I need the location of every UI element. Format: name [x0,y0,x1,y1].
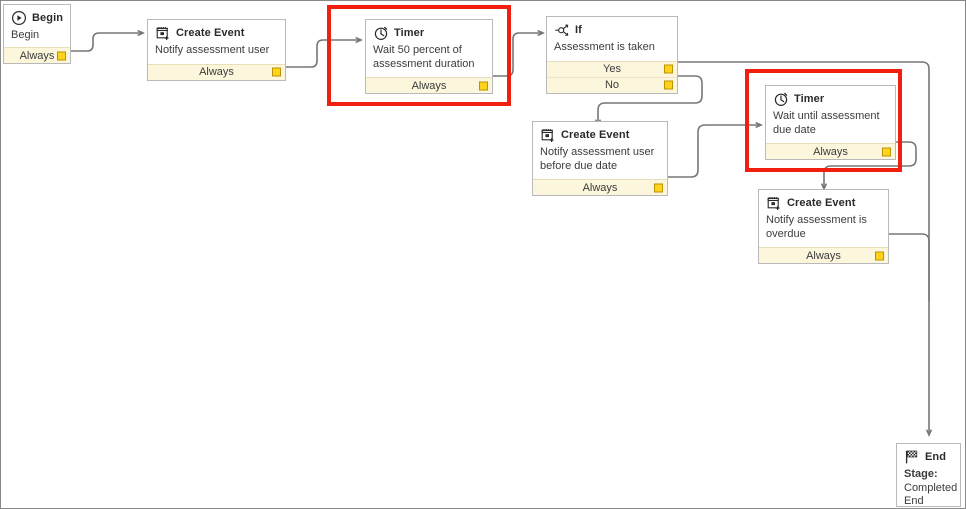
node-notify-assessment-user-description: Notify assessment user [155,44,270,56]
node-timer-50-percent-port-always[interactable]: Always [366,77,492,93]
node-begin[interactable]: Begin Begin Always [3,4,71,64]
node-if-assessment-taken-title: If [575,24,582,36]
port-dot-icon[interactable] [272,67,281,77]
port-dot-icon[interactable] [654,183,663,192]
node-notify-assessment-user-body: Create Event Notify assessment user [148,20,285,64]
node-end-stage-label: Stage: [904,468,938,480]
node-if-assessment-taken-header: If [554,22,670,38]
node-notify-assessment-user[interactable]: Create Event Notify assessment user Alwa… [147,19,286,81]
wire-notify-overdue-to-end-trunk [889,233,930,301]
node-notify-overdue-port-always[interactable]: Always [759,247,888,263]
node-notify-before-due-date-body: Create Event Notify assessment user befo… [533,122,667,179]
create-event-icon [767,197,780,210]
node-timer-50-percent[interactable]: Timer Wait 50 percent of assessment dura… [365,19,493,94]
wire-begin-to-notify-user [71,33,143,52]
node-end-title: End [925,451,947,463]
port-label: Always [813,145,848,158]
node-notify-before-due-date-description: Notify assessment user before due date [540,146,655,172]
wire-timer50-to-if [493,33,543,77]
node-notify-overdue-body: Create Event Notify assessment is overdu… [759,190,888,247]
timer-icon [774,92,788,107]
wire-notify-before-due-to-timer-due [668,125,761,178]
node-end-stage-value: Completed [904,481,958,494]
node-timer-until-due-date-header: Timer [773,91,888,107]
node-if-assessment-taken-description: Assessment is taken [554,41,655,53]
port-dot-icon[interactable] [57,51,66,60]
node-notify-assessment-user-title: Create Event [176,27,245,39]
node-end-text: End [904,495,924,507]
node-notify-assessment-user-port-always[interactable]: Always [148,63,285,80]
node-if-assessment-taken[interactable]: If Assessment is taken Yes No [546,16,678,94]
port-label: Yes [603,63,621,75]
port-label: Always [806,249,841,262]
checkered-flag-icon [905,450,918,464]
node-timer-until-due-date-port-always[interactable]: Always [766,143,895,159]
create-event-icon [541,129,554,142]
port-label: No [604,79,620,91]
node-begin-body: Begin Begin [4,5,70,47]
node-timer-50-percent-header: Timer [373,25,485,41]
node-notify-overdue[interactable]: Create Event Notify assessment is overdu… [758,189,889,264]
node-notify-overdue-header: Create Event [766,195,881,211]
node-if-assessment-taken-body: If Assessment is taken [547,17,677,61]
wire-notify-user-to-timer50 [286,40,361,68]
port-dot-icon[interactable] [875,251,884,260]
port-dot-icon[interactable] [882,147,891,156]
node-notify-before-due-date-port-always[interactable]: Always [533,179,667,195]
port-label: Always [199,66,234,78]
node-timer-until-due-date-body: Timer Wait until assessment due date [766,86,895,143]
timer-icon [374,26,388,41]
node-begin-port-always[interactable]: Always [4,47,70,63]
node-notify-before-due-date[interactable]: Create Event Notify assessment user befo… [532,121,668,196]
node-begin-subtitle: Begin [11,29,40,41]
create-event-icon [156,27,169,40]
node-if-assessment-taken-port-no[interactable]: No [547,76,677,93]
node-end[interactable]: End Stage: Completed End [896,443,961,507]
port-dot-icon[interactable] [479,81,488,90]
port-dot-icon[interactable] [664,64,673,74]
node-end-body: End Stage: Completed End [897,444,960,508]
port-label: Always [19,49,55,62]
port-label: Always [582,181,618,194]
node-begin-title: Begin [32,12,64,24]
node-notify-overdue-description: Notify assessment is overdue [766,214,867,240]
node-timer-50-percent-title: Timer [394,27,425,39]
node-begin-header: Begin [11,10,63,26]
node-notify-overdue-title: Create Event [787,197,856,209]
node-timer-until-due-date[interactable]: Timer Wait until assessment due date Alw… [765,85,896,160]
node-timer-until-due-date-description: Wait until assessment due date [773,110,880,136]
if-branch-icon [555,24,569,36]
node-notify-before-due-date-header: Create Event [540,127,660,143]
port-label: Always [411,79,447,92]
node-timer-until-due-date-title: Timer [794,93,825,105]
node-timer-50-percent-body: Timer Wait 50 percent of assessment dura… [366,20,492,77]
node-timer-50-percent-description: Wait 50 percent of assessment duration [373,44,475,70]
node-end-header: End [904,449,953,465]
node-notify-assessment-user-header: Create Event [155,25,278,41]
node-notify-before-due-date-title: Create Event [561,129,630,141]
play-circle-icon [11,10,27,26]
port-dot-icon[interactable] [664,80,673,90]
node-if-assessment-taken-port-yes[interactable]: Yes [547,60,677,77]
